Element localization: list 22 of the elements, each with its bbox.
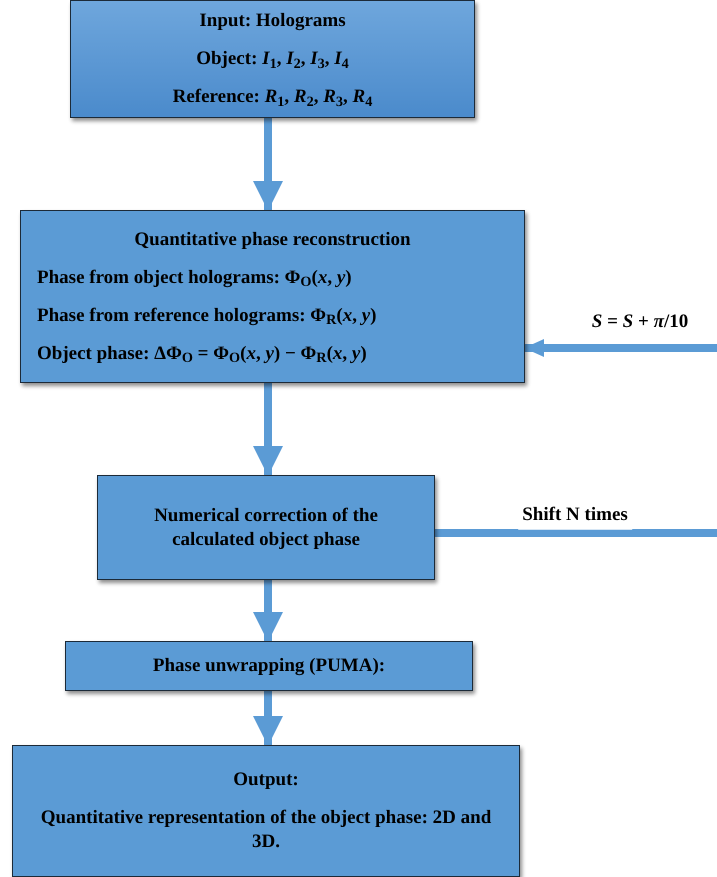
process-box (97, 475, 435, 580)
box-heading: Input: Holograms (198, 9, 347, 33)
process-box (65, 641, 473, 691)
box-text: Phase from reference holograms: Φ$_{R}$(x, y) (37, 304, 378, 328)
arrow (253, 383, 283, 476)
box-text: Quantitative representation of the object phase: 2D and 3D. (40, 806, 492, 854)
box-text: Numerical correction of the calculated object phase (153, 504, 379, 552)
arrow (253, 580, 283, 642)
box-text: Object: I$_{1}$, I$_{2}$, I$_{3}$, I$_{4}$ (195, 47, 350, 71)
process-box (12, 745, 520, 877)
process-box (70, 0, 475, 118)
box-text: Phase from object holograms: Φ$_{O}$(x, y) (37, 266, 353, 290)
box-text: Reference: R$_{1}$, R$_{2}$, R$_{3}$, R$_{4}$ (172, 85, 374, 109)
process-box (20, 210, 525, 383)
box-text: Phase unwrapping (PUMA): (152, 654, 386, 678)
arrow (253, 691, 283, 746)
box-text: Object phase: ΔΦ$_{O}$ = Φ$_{O}$(x, y) − Φ$_{R}$(x, y) (37, 342, 368, 366)
connector-line (435, 529, 717, 537)
arrow (253, 118, 283, 211)
box-heading: Output: (232, 768, 300, 792)
box-heading: Quantitative phase reconstruction (133, 228, 412, 252)
arrow (524, 339, 717, 357)
